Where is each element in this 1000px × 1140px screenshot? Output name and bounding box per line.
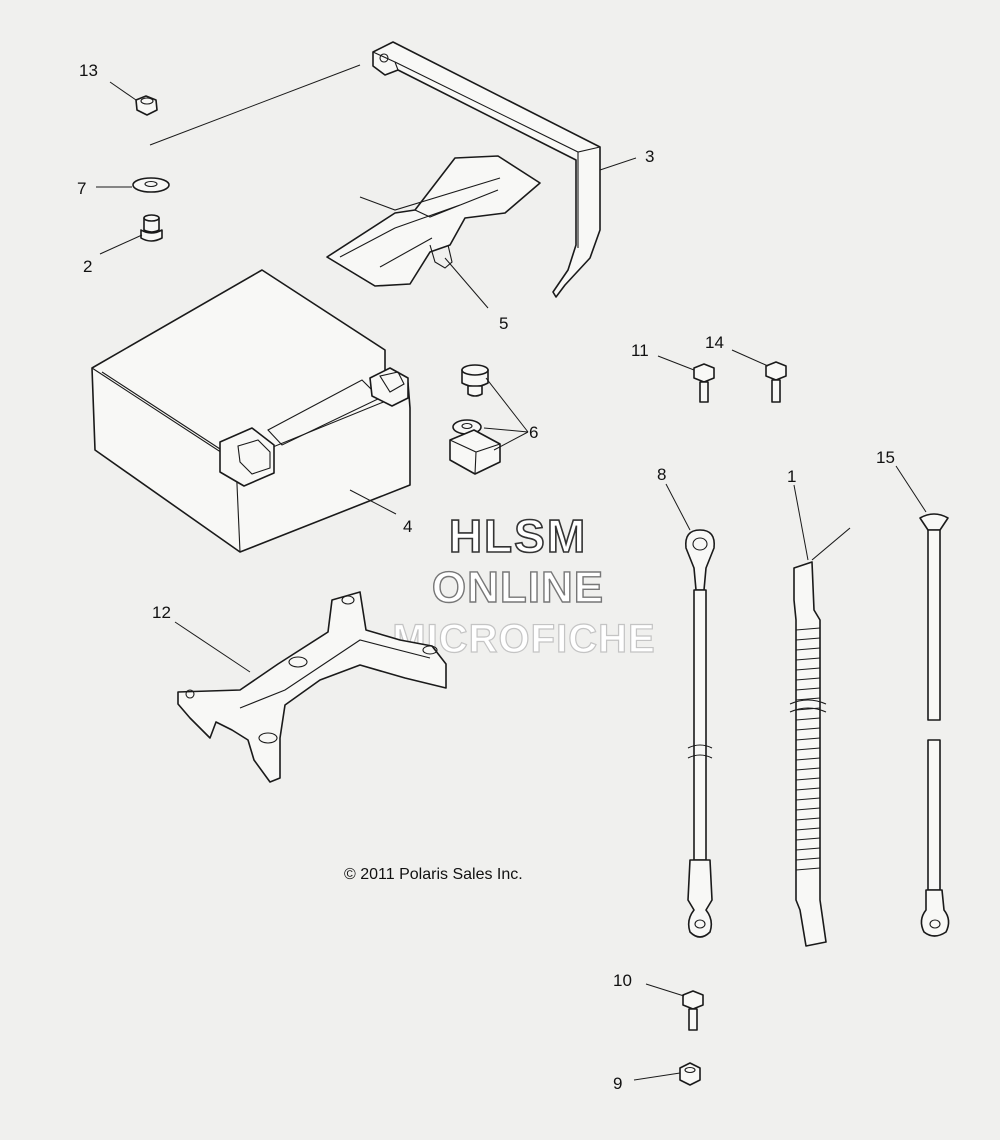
- leader-lines: [96, 64, 927, 1081]
- part-5-clip-pad[interactable]: [326, 155, 541, 287]
- watermark: HLSM ONLINE MICROFICHE: [392, 509, 656, 661]
- callout-4: 4: [403, 517, 412, 536]
- watermark-line2: ONLINE: [432, 563, 604, 612]
- part-8-ground-cable[interactable]: [684, 529, 716, 938]
- callout-15: 15: [876, 448, 895, 467]
- part-11-screw[interactable]: [693, 363, 715, 403]
- part-14-screw[interactable]: [765, 361, 787, 403]
- part-6-hardware-set[interactable]: [449, 364, 501, 475]
- callout-14: 14: [705, 333, 724, 352]
- callout-9: 9: [613, 1074, 622, 1093]
- part-12-battery-tray[interactable]: [177, 591, 447, 783]
- callout-6: 6: [529, 423, 538, 442]
- part-3-hold-down-bracket[interactable]: [372, 41, 601, 298]
- part-15-cable[interactable]: [919, 513, 950, 937]
- callout-10: 10: [613, 971, 632, 990]
- part-7-washer[interactable]: [132, 177, 170, 193]
- part-2-bolt[interactable]: [140, 214, 163, 242]
- callout-2: 2: [83, 257, 92, 276]
- callout-13: 13: [79, 61, 98, 80]
- callout-5: 5: [499, 314, 508, 333]
- callout-1: 1: [787, 467, 796, 486]
- callout-numbers: 13 7 2 3 5 6 4 12 11 14 8 1 15 10 9: [77, 61, 895, 1093]
- part-9-nut[interactable]: [679, 1062, 701, 1086]
- part-10-screw[interactable]: [682, 990, 704, 1031]
- part-4-battery[interactable]: [91, 269, 411, 553]
- part-1-positive-cable[interactable]: [789, 527, 851, 947]
- part-13-nut[interactable]: [135, 95, 158, 116]
- watermark-line1: HLSM: [449, 510, 587, 562]
- callout-8: 8: [657, 465, 666, 484]
- callout-11: 11: [631, 341, 649, 360]
- callout-12: 12: [152, 603, 171, 622]
- callout-7: 7: [77, 179, 86, 198]
- copyright-notice: © 2011 Polaris Sales Inc.: [344, 866, 523, 883]
- callout-3: 3: [645, 147, 654, 166]
